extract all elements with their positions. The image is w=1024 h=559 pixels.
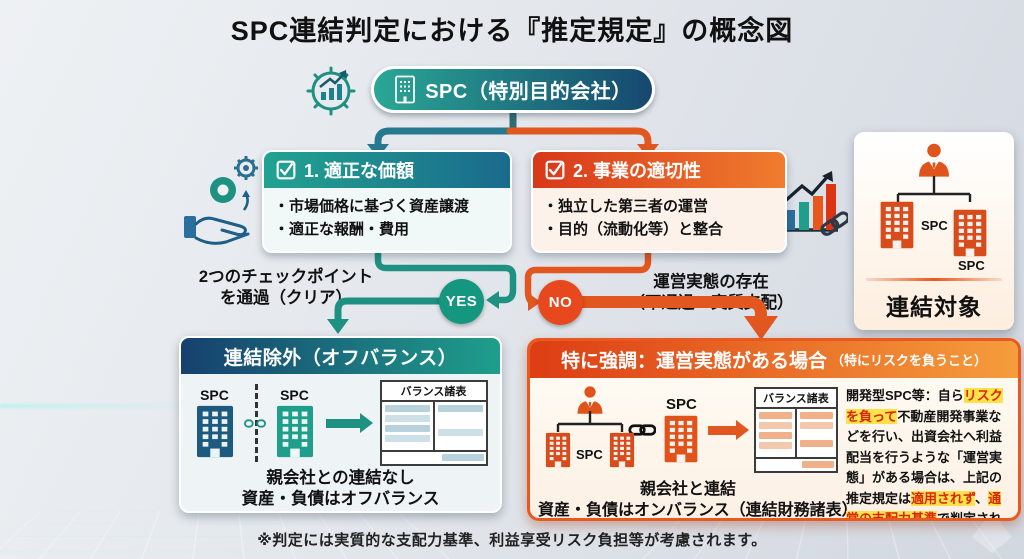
page-title: SPC連結判定における『推定規定』の概念図 <box>230 16 794 46</box>
spc-header-pill: SPC（特別目的会社） <box>371 66 655 113</box>
checkpoint-1-title: 1. 適正な価額 <box>304 161 415 181</box>
org-lines <box>896 176 972 202</box>
corner-logo-icon <box>972 511 1012 553</box>
consolidation-target-card: SPC SPC 連結対象 <box>854 132 1014 330</box>
building-icon <box>394 75 416 104</box>
offbalance-caption: 親会社との連結なし 資産・負債はオフバランス <box>241 469 440 509</box>
building-icon <box>878 200 916 250</box>
onbalance-diagram: SPC SPC バランス諸表 <box>538 384 838 476</box>
checkpoint-1-box: 1. 適正な価額 ・市場価格に基づく資産譲渡 ・適正な報酬・費用 <box>262 150 512 253</box>
balance-sheet-offbalance: バランス諸表 <box>379 380 488 466</box>
building-icon <box>608 431 636 469</box>
yes-badge: YES <box>439 279 484 324</box>
gear-chart-icon <box>306 66 356 116</box>
no-badge: NO <box>538 280 583 325</box>
building-icon <box>662 414 700 464</box>
spc-label: SPC <box>921 218 948 233</box>
checkbox-icon <box>276 160 296 180</box>
hand-gears-icon <box>184 156 258 245</box>
building-icon <box>274 404 316 459</box>
arrow-right-icon <box>708 419 750 440</box>
onbalance-header: 特に強調：運営実態がある場合 （特にリスクを負うこと） <box>530 341 1018 378</box>
onbalance-caption: 親会社と連結 資産・負債はオンバランス（連結財務諸表） <box>538 481 858 520</box>
building-icon <box>544 431 572 469</box>
spc-label: SPC <box>280 387 309 403</box>
person-icon <box>575 385 605 414</box>
building-icon <box>951 208 989 258</box>
separation-divider <box>244 384 266 462</box>
background-glow-line <box>0 404 215 408</box>
checkpoint-1-bullet: ・適正な報酬・費用 <box>274 221 410 239</box>
card-divider <box>866 278 1002 281</box>
checkpoint-2-bullet: ・独立した第三者の運営 <box>543 198 709 215</box>
spc-label: SPC <box>576 447 603 462</box>
person-icon <box>916 142 952 177</box>
offbalance-diagram: SPC SPC バランス諸表 <box>181 374 500 466</box>
spc-label: SPC <box>200 387 229 403</box>
offbalance-header: 連結除外（オフバランス） <box>181 338 500 374</box>
checkpoint-2-title: 2. 事業の適切性 <box>573 161 702 181</box>
development-spc-note: 開発型SPC等：自らリスクを負って不動産開発事業などを行い、出資会社へ利益配当を… <box>844 384 1010 518</box>
spc-pill-label: SPC（特別目的会社） <box>425 81 632 103</box>
checkpoint-2-header: 2. 事業の適切性 <box>533 152 785 188</box>
org-lines <box>556 411 624 432</box>
org-chart: SPC <box>538 385 622 475</box>
broken-chain-icon <box>244 415 266 432</box>
balance-sheet-onbalance: バランス諸表 <box>753 387 838 473</box>
checkpoint-1-bullet: ・市場価格に基づく資産譲渡 <box>274 198 470 215</box>
pass-note: 2つのチェックポイント を通過（クリア） <box>198 268 374 308</box>
building-icon <box>194 404 236 459</box>
footnote: ※判定には実質的な支配力基準、利益享受リスク負担等が考慮されます。 <box>257 532 767 549</box>
checkpoint-1-header: 1. 適正な価額 <box>264 152 510 188</box>
spc-label: SPC <box>958 258 985 273</box>
consolidation-target-label: 連結対象 <box>886 294 982 320</box>
onbalance-box: 特に強調：運営実態がある場合 （特にリスクを負うこと） SPC <box>527 338 1021 521</box>
checkbox-icon <box>545 160 565 180</box>
offbalance-box: 連結除外（オフバランス） SPC SPC バランス諸表 <box>179 336 502 513</box>
checkpoint-2-box: 2. 事業の適切性 ・独立した第三者の運営 ・目的（流動化等）と整合 <box>531 150 787 253</box>
arrow-right-icon <box>325 412 373 433</box>
checkpoint-2-bullet: ・目的（流動化等）と整合 <box>543 221 724 239</box>
spc-label: SPC <box>665 396 697 413</box>
